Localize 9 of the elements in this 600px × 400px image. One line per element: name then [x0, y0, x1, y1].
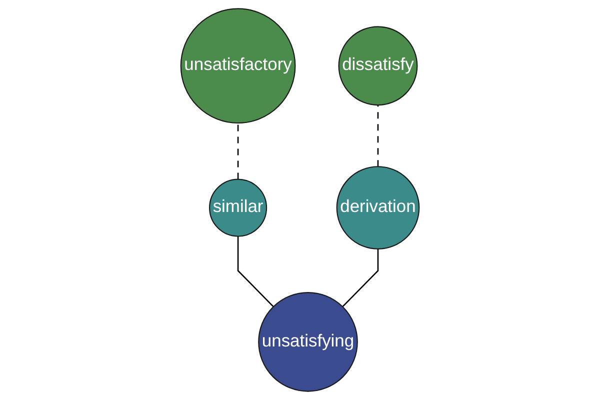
node-circle: dissatisfy: [338, 26, 418, 106]
connector: [377, 105, 379, 167]
connector: [237, 236, 274, 308]
node-circle: similar: [209, 178, 268, 237]
connector: [237, 123, 239, 180]
node-circle: unsatisfying: [258, 292, 358, 392]
connector: [342, 248, 379, 308]
node-circle: derivation: [336, 166, 420, 250]
node-circle: unsatisfactory: [180, 8, 296, 124]
